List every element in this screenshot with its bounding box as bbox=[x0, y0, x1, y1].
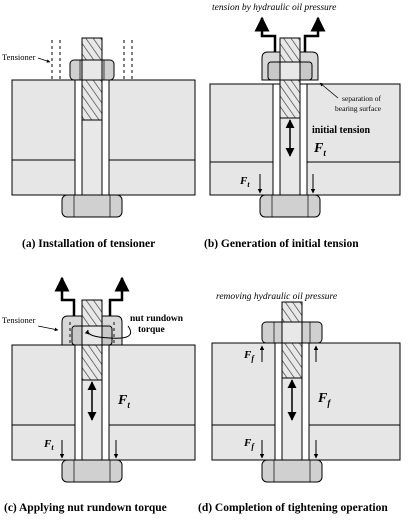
initial-tension-label: initial tension bbox=[312, 125, 371, 136]
thread-lower bbox=[281, 342, 303, 379]
separation-note-line1: separation of bbox=[342, 94, 381, 103]
thread-lower bbox=[279, 79, 301, 119]
thread-lower bbox=[81, 79, 103, 121]
bolt-head bbox=[259, 194, 321, 218]
separation-pointer bbox=[319, 82, 339, 99]
hydraulic-pressure-arrows bbox=[254, 16, 326, 52]
caption-b: (b) Generation of initial tension bbox=[204, 238, 359, 250]
torque-label-line2: torque bbox=[138, 325, 165, 335]
thread-upper bbox=[81, 299, 103, 327]
torque-label-line1: nut rundown bbox=[130, 314, 184, 324]
force-small: Ft bbox=[43, 438, 54, 452]
caption-d: (d) Completion of tightening operation bbox=[198, 502, 388, 514]
tensioner-inner-outline bbox=[69, 322, 115, 345]
tensioner-label: Tensioner bbox=[2, 315, 36, 325]
force-top: Ff bbox=[243, 349, 255, 363]
panel-c: Tensioner nut rundown torque Ft Ft (c) A… bbox=[2, 276, 196, 514]
force-main: Ft bbox=[117, 393, 130, 410]
tensioner-pointer bbox=[37, 57, 51, 63]
thread-upper bbox=[279, 37, 301, 63]
bolt-head bbox=[61, 194, 123, 218]
hydraulic-pressure-arrows bbox=[54, 276, 130, 316]
force-main: Ft bbox=[313, 141, 326, 158]
panel-a: Tensioner (a) Installation of tensioner bbox=[2, 37, 196, 250]
caption-a: (a) Installation of tensioner bbox=[22, 238, 155, 250]
panel-d: removing hydraulic oil pressure Ff Ff Ff… bbox=[198, 292, 401, 514]
tensioner-outline bbox=[51, 40, 133, 80]
thread-upper bbox=[281, 301, 303, 323]
force-small: Ft bbox=[239, 175, 250, 189]
separation-note-line2: bearing surface bbox=[335, 104, 382, 113]
tensioner-label: Tensioner bbox=[2, 52, 36, 62]
tensioner-pointer bbox=[37, 325, 59, 332]
thread-lower bbox=[81, 344, 103, 381]
force-bottom: Ff bbox=[243, 437, 255, 451]
force-main: Ff bbox=[317, 391, 331, 408]
caption-c: (c) Applying nut rundown torque bbox=[4, 502, 167, 514]
bolt-head bbox=[261, 459, 323, 483]
thread-upper bbox=[81, 37, 103, 61]
panel-b: tension by hydraulic oil pressure separa… bbox=[204, 3, 401, 250]
bolt-head bbox=[61, 459, 123, 483]
top-note: tension by hydraulic oil pressure bbox=[212, 3, 336, 13]
top-note: removing hydraulic oil pressure bbox=[216, 292, 337, 302]
torque-curved-arrow bbox=[84, 325, 132, 339]
